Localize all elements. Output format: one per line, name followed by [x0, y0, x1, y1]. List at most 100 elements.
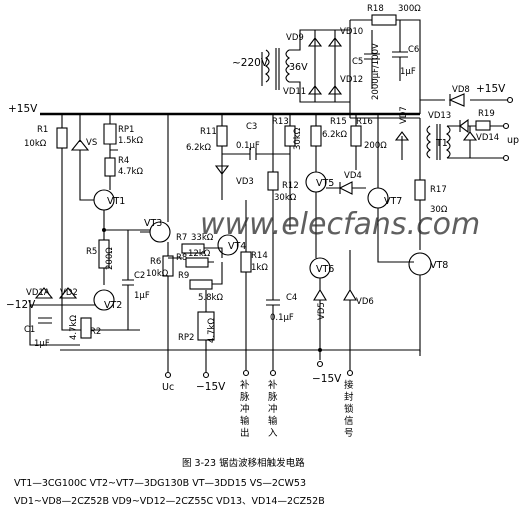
svg-text:锁: 锁 — [344, 403, 354, 415]
svg-text:补: 补 — [268, 379, 278, 391]
r9-label: R9 — [178, 271, 189, 281]
c6-capacitor — [392, 20, 408, 81]
pulse-out-label: 补 脉 冲 输 出 — [240, 379, 250, 439]
r9-value: 5.8kΩ — [198, 293, 223, 303]
bridge-wires — [289, 29, 350, 103]
t1-label: T1 — [435, 138, 448, 149]
c4-value: 0.1μF — [270, 313, 294, 323]
r7-value: 33kΩ — [191, 233, 214, 243]
vd7-label: VD7 — [399, 106, 409, 124]
r16-value: 200Ω — [364, 141, 387, 151]
neg15-b-terminal — [316, 360, 324, 368]
neg15-a-label: −15V — [196, 381, 226, 393]
vt4-label: VT4 — [228, 241, 246, 252]
vd5-diode — [313, 288, 327, 301]
secondary-voltage-label: 36V — [289, 62, 308, 73]
block-signal-label: 接 封 锁 信 号 — [344, 379, 354, 439]
svg-text:入: 入 — [268, 428, 278, 439]
ramp-generator: R1 10kΩ VS RP1 1.5kΩ R4 4.7kΩ VT1 R5 200… — [24, 114, 150, 331]
vd8-wire — [419, 99, 510, 114]
vt2-label: VT2 — [104, 300, 122, 311]
supply-rails — [349, 19, 421, 118]
rp2-label: RP2 — [178, 333, 194, 343]
r17-value: 30Ω — [430, 205, 448, 215]
svg-text:冲: 冲 — [240, 403, 250, 415]
r13-resistor — [284, 125, 296, 147]
output-stage: R16 200Ω VD4 VT7 R17 30Ω VT8 VD7 T1 VD13… — [326, 106, 519, 352]
watermark-text: www.elecfans.com — [200, 207, 480, 242]
r8-label: R8 — [176, 253, 187, 263]
vd6-label: VD6 — [356, 297, 374, 307]
neg15-a-terminal — [202, 371, 210, 379]
r2-label: R2 — [90, 327, 101, 337]
power-supply: ~220V 36V VD9 VD10 VD11 VD12 R18 300Ω C5… — [232, 4, 421, 136]
up-label: up — [507, 135, 519, 146]
r11-resistor — [216, 125, 228, 147]
r3-value: 4.7kΩ — [69, 315, 79, 340]
input-diodes — [34, 287, 78, 299]
common-junction — [318, 348, 322, 352]
svg-text:接: 接 — [344, 379, 354, 391]
r16-label: R16 — [356, 117, 373, 127]
svg-text:号: 号 — [344, 428, 354, 439]
c3-value: 0.1μF — [236, 141, 260, 151]
vt3-wires — [140, 114, 169, 256]
sync-input: −12V VD1A VD2 C1 1μF R2 4.7kΩ — [6, 287, 101, 349]
vs-label: VS — [86, 138, 97, 148]
up-terminal-b — [502, 154, 510, 162]
vd8-label: VD8 — [452, 85, 470, 95]
r18-value: 300Ω — [398, 4, 421, 14]
r5-value: 200Ω — [105, 247, 115, 270]
transformer-secondary — [285, 49, 290, 83]
c2-label: C2 — [134, 271, 145, 281]
vt2-transistor — [93, 289, 115, 311]
r15-resistor — [310, 125, 322, 147]
vd14-diode — [462, 126, 478, 158]
r4-label: R4 — [118, 156, 129, 166]
svg-text:输: 输 — [268, 415, 278, 427]
r16-resistor — [350, 125, 362, 147]
c4-label: C4 — [286, 293, 297, 303]
transformer-core — [275, 48, 280, 90]
vt5-vt6-wires — [315, 114, 321, 360]
r1-resistor — [56, 127, 68, 149]
neg15-b-label: −15V — [312, 373, 342, 385]
vt3-label: VT3 — [144, 218, 162, 229]
vt6-label: VT6 — [316, 264, 334, 275]
ac-input-label: ~220V — [232, 57, 269, 69]
rp1-value: 1.5kΩ — [118, 136, 143, 146]
svg-text:脉: 脉 — [240, 391, 250, 403]
c1-capacitor — [38, 317, 52, 324]
vd13-diode — [459, 118, 469, 134]
rp1-label: RP1 — [118, 125, 134, 135]
c1-value: 1μF — [34, 339, 50, 349]
up-terminal-a — [502, 122, 510, 130]
vd5-label: VD5 — [317, 302, 327, 320]
svg-text:封: 封 — [344, 391, 354, 403]
r14-label: R14 — [251, 251, 268, 261]
svg-text:补: 补 — [240, 379, 250, 391]
caption-line-2: VD1~VD8—2CZ52B VD9~VD12—2CZ55C VD13、VD14… — [14, 496, 325, 507]
rp2-value: 4.7kΩ — [207, 318, 217, 343]
pulse-in-label: 补 脉 冲 输 入 — [268, 379, 278, 439]
r18-label: R18 — [367, 4, 384, 14]
vt4-transistor — [217, 234, 239, 256]
vt7-label: VT7 — [384, 196, 402, 207]
pulse-in-terminal — [269, 369, 277, 377]
pulse-forming: R11 6.2kΩ C3 0.1μF VD3 R13 30kΩ R12 30kΩ… — [186, 114, 374, 439]
vd1a-label: VD1A — [26, 288, 50, 298]
r18-resistor — [371, 14, 397, 26]
vd4-label: VD4 — [344, 171, 362, 181]
vd3-label: VD3 — [236, 177, 254, 187]
vd7-diode — [394, 131, 410, 160]
block-terminal — [346, 369, 354, 377]
pulse-out-terminal — [242, 369, 250, 377]
common-return — [60, 349, 421, 356]
r15-value: 6.2kΩ — [322, 130, 347, 140]
vd3-diode — [214, 165, 230, 175]
svg-text:信: 信 — [344, 415, 354, 427]
c4-branch — [266, 114, 280, 360]
vd13-label: VD13 — [428, 111, 451, 121]
r8-resistor — [185, 257, 209, 268]
